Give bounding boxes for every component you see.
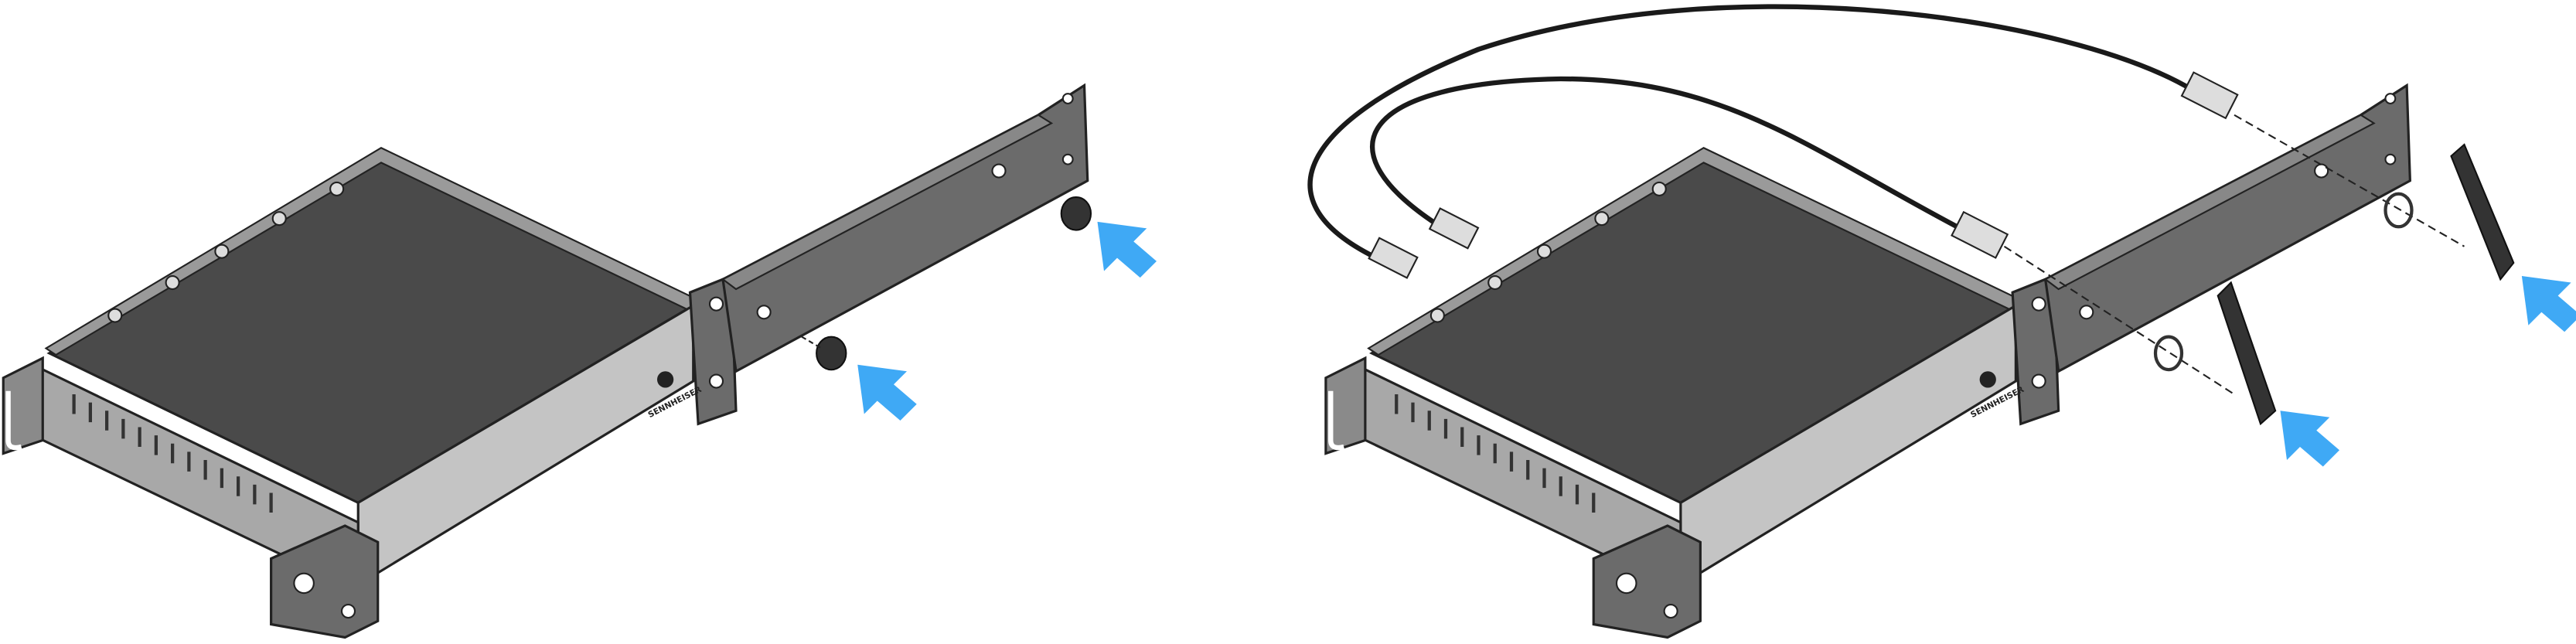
- bnc-connector: [2180, 71, 2239, 120]
- arrow-icon: [2521, 276, 2576, 332]
- guide-line: [2003, 245, 2235, 395]
- bnc-connector: [1428, 207, 1480, 250]
- panel-1: [3, 86, 1157, 638]
- arrow-icon: [1097, 221, 1157, 278]
- bnc-connector: [1951, 210, 2009, 259]
- receiver-device: [3, 86, 1088, 638]
- antenna-cable: [1369, 76, 1964, 233]
- arrow-icon: [857, 364, 917, 421]
- washer: [2383, 192, 2414, 229]
- blanking-plug: [1060, 196, 1092, 231]
- antenna: [2450, 143, 2515, 281]
- washer: [2153, 335, 2184, 372]
- antenna: [2217, 281, 2277, 426]
- arrow-icon: [2280, 411, 2339, 467]
- guide-line: [2234, 114, 2465, 247]
- blanking-plug: [816, 336, 847, 371]
- bnc-connector: [1368, 237, 1419, 279]
- panel-2: [1307, 4, 2576, 638]
- guide-line: [801, 336, 823, 349]
- antenna-cable: [1307, 4, 2195, 262]
